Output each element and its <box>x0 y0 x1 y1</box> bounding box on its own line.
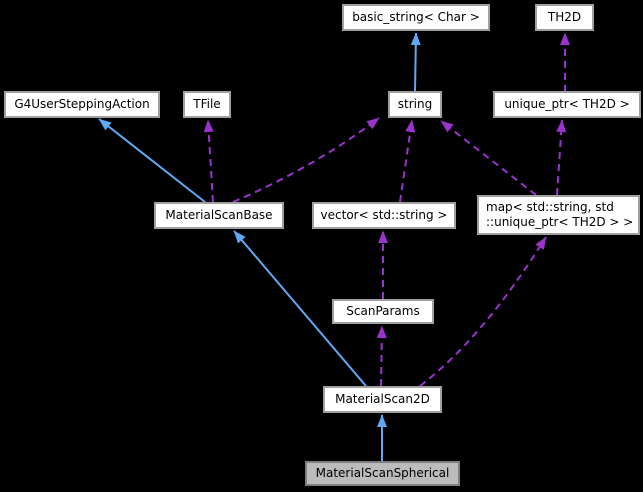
class-node-g4usersteppingaction[interactable]: G4UserSteppingAction <box>4 91 160 118</box>
class-node-vector-std-string[interactable]: vector< std::string > <box>312 202 456 229</box>
class-node-label: map< std::string, std <box>486 200 614 214</box>
class-node-string[interactable]: string <box>388 91 442 118</box>
edge-group <box>98 32 570 461</box>
edge-materialscan2d-to-map <box>419 236 547 387</box>
class-node-label: string <box>397 97 433 111</box>
class-node-label: TFile <box>193 97 221 111</box>
class-node-materialscan2d[interactable]: MaterialScan2D <box>323 386 442 413</box>
class-node-tfile[interactable]: TFile <box>183 91 231 118</box>
edge-string-to-basic-string <box>410 32 421 93</box>
class-node-label: unique_ptr< TH2D > <box>504 97 630 111</box>
class-node-label: G4UserSteppingAction <box>14 97 150 111</box>
class-node-label: ScanParams <box>346 304 420 318</box>
class-node-map-string-unique-ptr[interactable]: map< std::string, std::unique_ptr< TH2D … <box>477 195 640 235</box>
class-node-label: MaterialScanSpherical <box>315 466 450 480</box>
edge-materialscan2d-to-materialscanbase <box>233 230 367 387</box>
class-node-materialscanspherical: MaterialScanSpherical <box>305 461 460 486</box>
class-node-th2d[interactable]: TH2D <box>535 4 594 31</box>
class-node-label: ::unique_ptr< TH2D > > <box>486 215 634 229</box>
edge-materialscan2d-to-scanparams <box>376 325 387 387</box>
class-node-label: vector< std::string > <box>320 208 448 222</box>
class-node-label: TH2D <box>547 10 582 24</box>
edge-materialscanbase-to-g4usersteppingaction <box>98 118 206 203</box>
class-node-basic-string[interactable]: basic_string< Char > <box>342 4 490 31</box>
edge-map-to-string <box>440 120 537 196</box>
class-node-scanparams[interactable]: ScanParams <box>332 299 434 324</box>
class-node-label: MaterialScan2D <box>335 392 430 406</box>
edge-map-to-unique-ptr <box>556 119 567 196</box>
edge-materialscanbase-to-tfile <box>203 119 214 203</box>
class-node-label: basic_string< Char > <box>352 10 480 24</box>
class-node-materialscanbase[interactable]: MaterialScanBase <box>154 202 284 229</box>
class-node-unique-ptr-th2d[interactable]: unique_ptr< TH2D > <box>493 91 641 118</box>
edge-materialscanbase-to-string <box>232 117 380 203</box>
class-node-label: MaterialScanBase <box>165 208 273 222</box>
edge-vector-to-string <box>399 119 416 203</box>
